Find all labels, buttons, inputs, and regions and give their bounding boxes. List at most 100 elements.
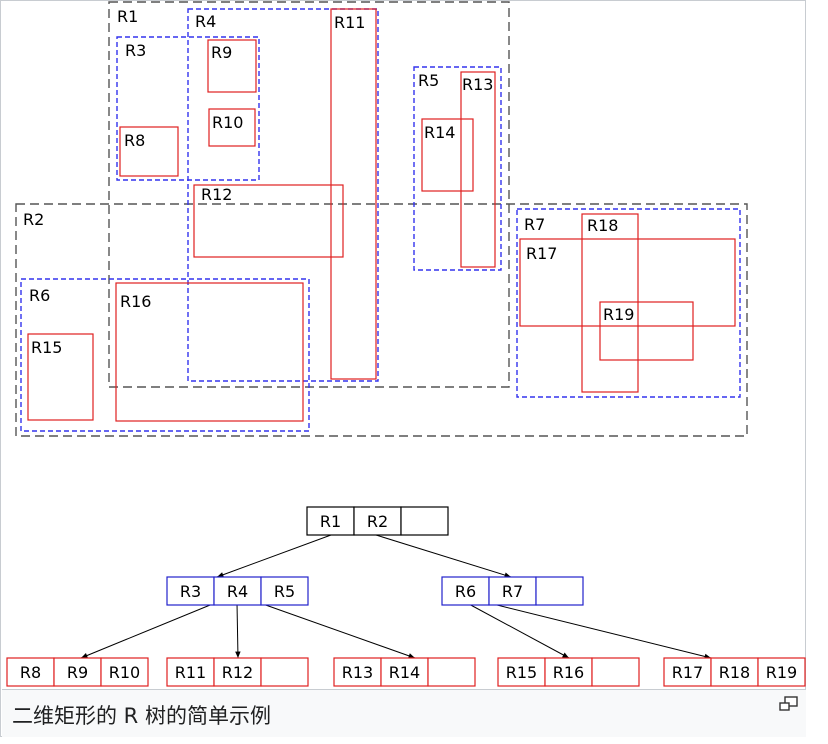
tree-cell: [260, 657, 309, 687]
tree-entry-r8: R8: [20, 663, 41, 682]
rect-r18: [581, 213, 639, 393]
label-r17: R17: [526, 244, 557, 263]
tree-edge: [466, 602, 570, 659]
tree-edge: [236, 602, 239, 659]
rect-r8: [119, 126, 179, 177]
tree-node-level1-left: R3 R4 R5: [166, 576, 309, 606]
rect-r7: [516, 208, 741, 398]
tree-node-leaf-e: R17 R18 R19: [663, 657, 806, 687]
label-r10: R10: [212, 113, 243, 132]
tree-cell: [166, 657, 215, 687]
label-r1: R1: [117, 7, 138, 26]
tree-cell: [591, 657, 640, 687]
tree-cell: [166, 576, 215, 606]
tree-node-leaf-c: R13 R14: [333, 657, 476, 687]
tree-node-level1-right: R6 R7: [441, 576, 584, 606]
tree-cell: [380, 657, 429, 687]
tree-cell: [427, 657, 476, 687]
rect-r14: [421, 118, 474, 192]
rect-r15: [27, 333, 94, 421]
tree-entry-r4: R4: [227, 582, 248, 601]
tree-arrowhead: [562, 652, 569, 658]
tree-entry-r19: R19: [766, 663, 797, 682]
rect-r4: [187, 8, 379, 382]
tree-entry-r14: R14: [389, 663, 420, 682]
tree-arrowhead: [504, 572, 511, 578]
tree-cell: [306, 506, 355, 536]
label-r15: R15: [31, 338, 62, 357]
rect-r6: [20, 278, 310, 432]
caption-bar: 二维矩形的 R 树的简单示例: [2, 689, 806, 737]
tree-cell: [710, 657, 759, 687]
tree-cell: [100, 657, 149, 687]
tree-entry-r12: R12: [222, 663, 253, 682]
tree-node-leaf-a: R8 R9 R10: [6, 657, 149, 687]
tree-entry-r5: R5: [274, 582, 295, 601]
tree-entry-r15: R15: [506, 663, 537, 682]
rect-r12: [193, 184, 344, 258]
rect-r11: [330, 8, 377, 380]
tree-cell: [663, 657, 712, 687]
tree-edge: [80, 602, 216, 659]
label-r3: R3: [125, 41, 146, 60]
label-r8: R8: [124, 131, 145, 150]
label-r2: R2: [23, 210, 44, 229]
rect-r2: [15, 203, 748, 437]
rect-r5: [413, 66, 502, 271]
tree-cell: [53, 657, 102, 687]
tree-edge: [216, 534, 332, 578]
label-r5: R5: [418, 71, 439, 90]
tree-entry-r17: R17: [672, 663, 703, 682]
tree-node-leaf-b: R11 R12: [166, 657, 309, 687]
tree-cell: [213, 657, 262, 687]
rect-r10: [208, 108, 256, 147]
rect-r13: [460, 71, 496, 268]
tree-entry-r18: R18: [719, 663, 750, 682]
tree-node-leaf-d: R15 R16: [497, 657, 640, 687]
label-r4: R4: [195, 12, 216, 31]
tree-arrowhead: [81, 653, 88, 659]
rect-r19: [599, 301, 694, 361]
tree-cell: [260, 576, 309, 606]
tree-entry-r9: R9: [67, 663, 88, 682]
tree-cell: [488, 576, 537, 606]
tree-edge: [375, 534, 512, 578]
enlarge-icon[interactable]: [778, 695, 800, 713]
label-r12: R12: [201, 185, 232, 204]
label-r16: R16: [120, 292, 151, 311]
tree-cell: [535, 576, 584, 606]
label-r18: R18: [587, 216, 618, 235]
tree-entry-r16: R16: [553, 663, 584, 682]
label-r6: R6: [29, 286, 50, 305]
tree-entry-r2: R2: [367, 512, 388, 531]
tree-edge: [259, 602, 416, 659]
tree-entry-r11: R11: [175, 663, 206, 682]
tree-cell: [757, 657, 806, 687]
label-r9: R9: [211, 43, 232, 62]
tree-entry-r13: R13: [342, 663, 373, 682]
tree-entry-r7: R7: [502, 582, 523, 601]
tree-cell: [497, 657, 546, 687]
tree-arrowhead: [408, 653, 415, 659]
label-r11: R11: [334, 13, 365, 32]
tree-cell: [544, 657, 593, 687]
tree-entry-r10: R10: [109, 663, 140, 682]
label-r19: R19: [603, 305, 634, 324]
rect-r16: [115, 282, 304, 422]
tree-entry-r3: R3: [180, 582, 201, 601]
caption: 二维矩形的 R 树的简单示例: [12, 704, 271, 728]
tree-arrowhead: [235, 651, 241, 658]
label-r7: R7: [524, 215, 545, 234]
rect-r9: [207, 39, 257, 93]
tree-arrowhead: [217, 572, 224, 578]
tree-cell: [400, 506, 449, 536]
tree-entry-r6: R6: [455, 582, 476, 601]
tree-edge: [488, 602, 712, 659]
label-r14: R14: [424, 123, 455, 142]
rect-r17: [519, 238, 736, 327]
rtree-diagram: R1R2R3R4R5R6R7R8R9R10R11R12R13R14R15R16R…: [6, 1, 806, 687]
spatial-rectangles: R1R2R3R4R5R6R7R8R9R10R11R12R13R14R15R16R…: [15, 1, 748, 437]
